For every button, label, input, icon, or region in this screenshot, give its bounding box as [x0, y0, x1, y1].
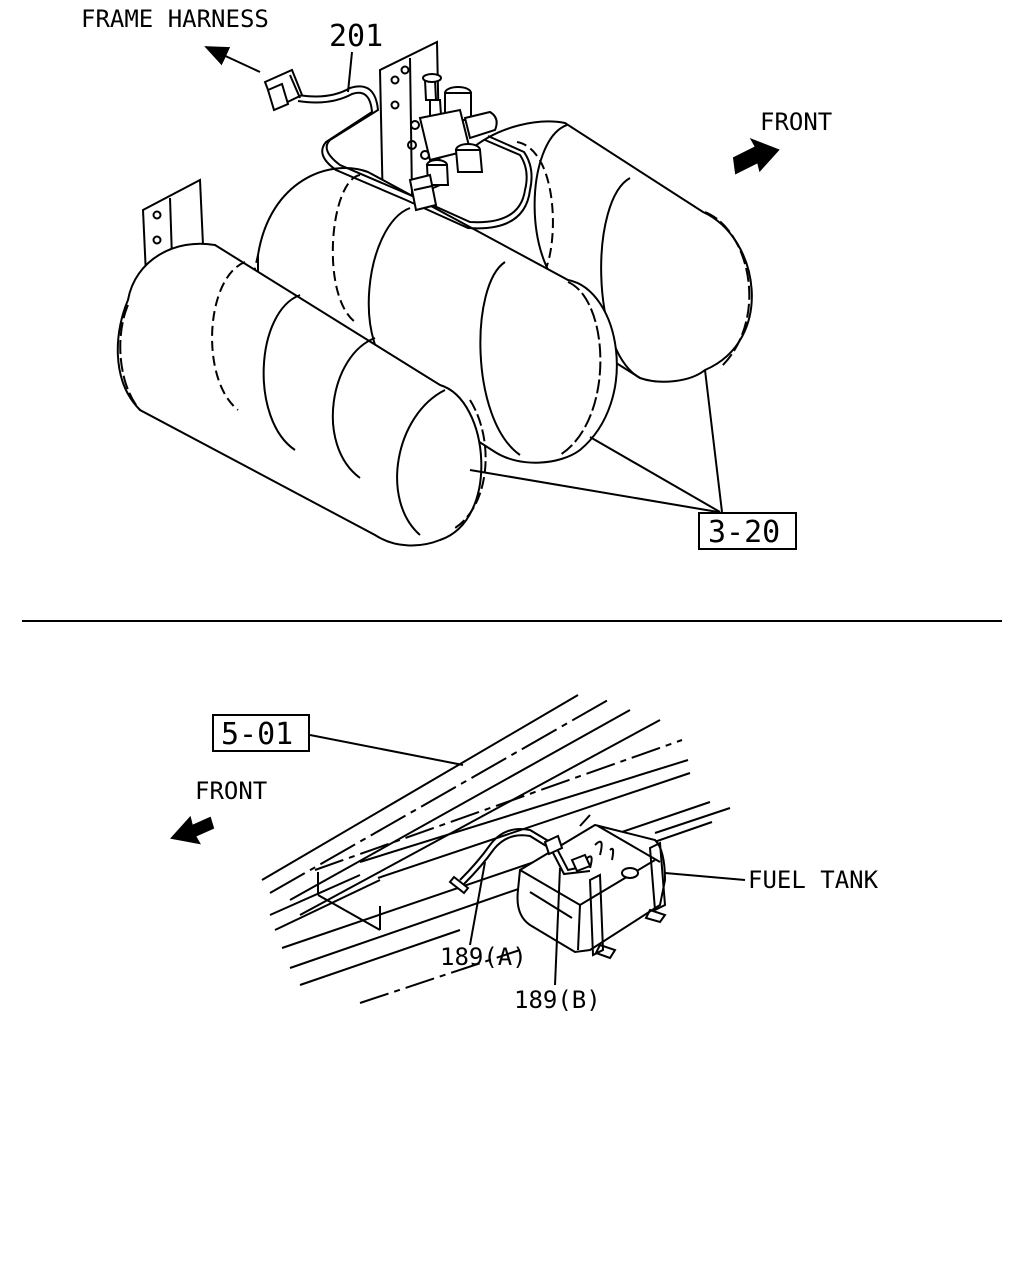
harness-wire [297, 85, 533, 230]
ref-label-3-20: 3-20 [708, 515, 780, 550]
small-fuel-tank [516, 823, 667, 960]
part-number-201: 201 [329, 19, 383, 54]
leader-189a [469, 861, 486, 946]
front-label-top: FRONT [760, 108, 832, 136]
leader-5-01 [309, 734, 464, 766]
fuel-tank-back [469, 120, 753, 383]
leader-fuel-tank [664, 872, 746, 881]
part-number-189a: 189(A) [440, 943, 527, 971]
chassis-frame [261, 694, 731, 1004]
bottom-view [170, 694, 746, 1004]
wire-189 [448, 828, 592, 895]
fuel-tank-label: FUEL TANK [748, 866, 879, 894]
fuel-tank-front [116, 242, 487, 547]
leader-201 [347, 51, 353, 93]
front-label-bottom: FRONT [195, 777, 267, 805]
top-view [116, 40, 797, 550]
wire-connector [408, 173, 438, 212]
part-number-189b: 189(B) [514, 986, 601, 1014]
ref-label-5-01: 5-01 [221, 717, 293, 752]
leaders-3-20 [469, 369, 723, 513]
front-arrow-bottom [170, 815, 215, 845]
ref-box-3-20 [698, 512, 797, 550]
ref-box-5-01 [212, 714, 310, 752]
frame-harness-label: FRAME HARNESS [81, 5, 269, 33]
front-arrow-top [732, 138, 780, 175]
leader-189b [554, 867, 561, 986]
fuel-tank-middle [249, 167, 618, 464]
frame-harness-arrow [204, 46, 261, 73]
valve-assembly [407, 73, 498, 186]
frame-harness-connector [263, 68, 304, 112]
